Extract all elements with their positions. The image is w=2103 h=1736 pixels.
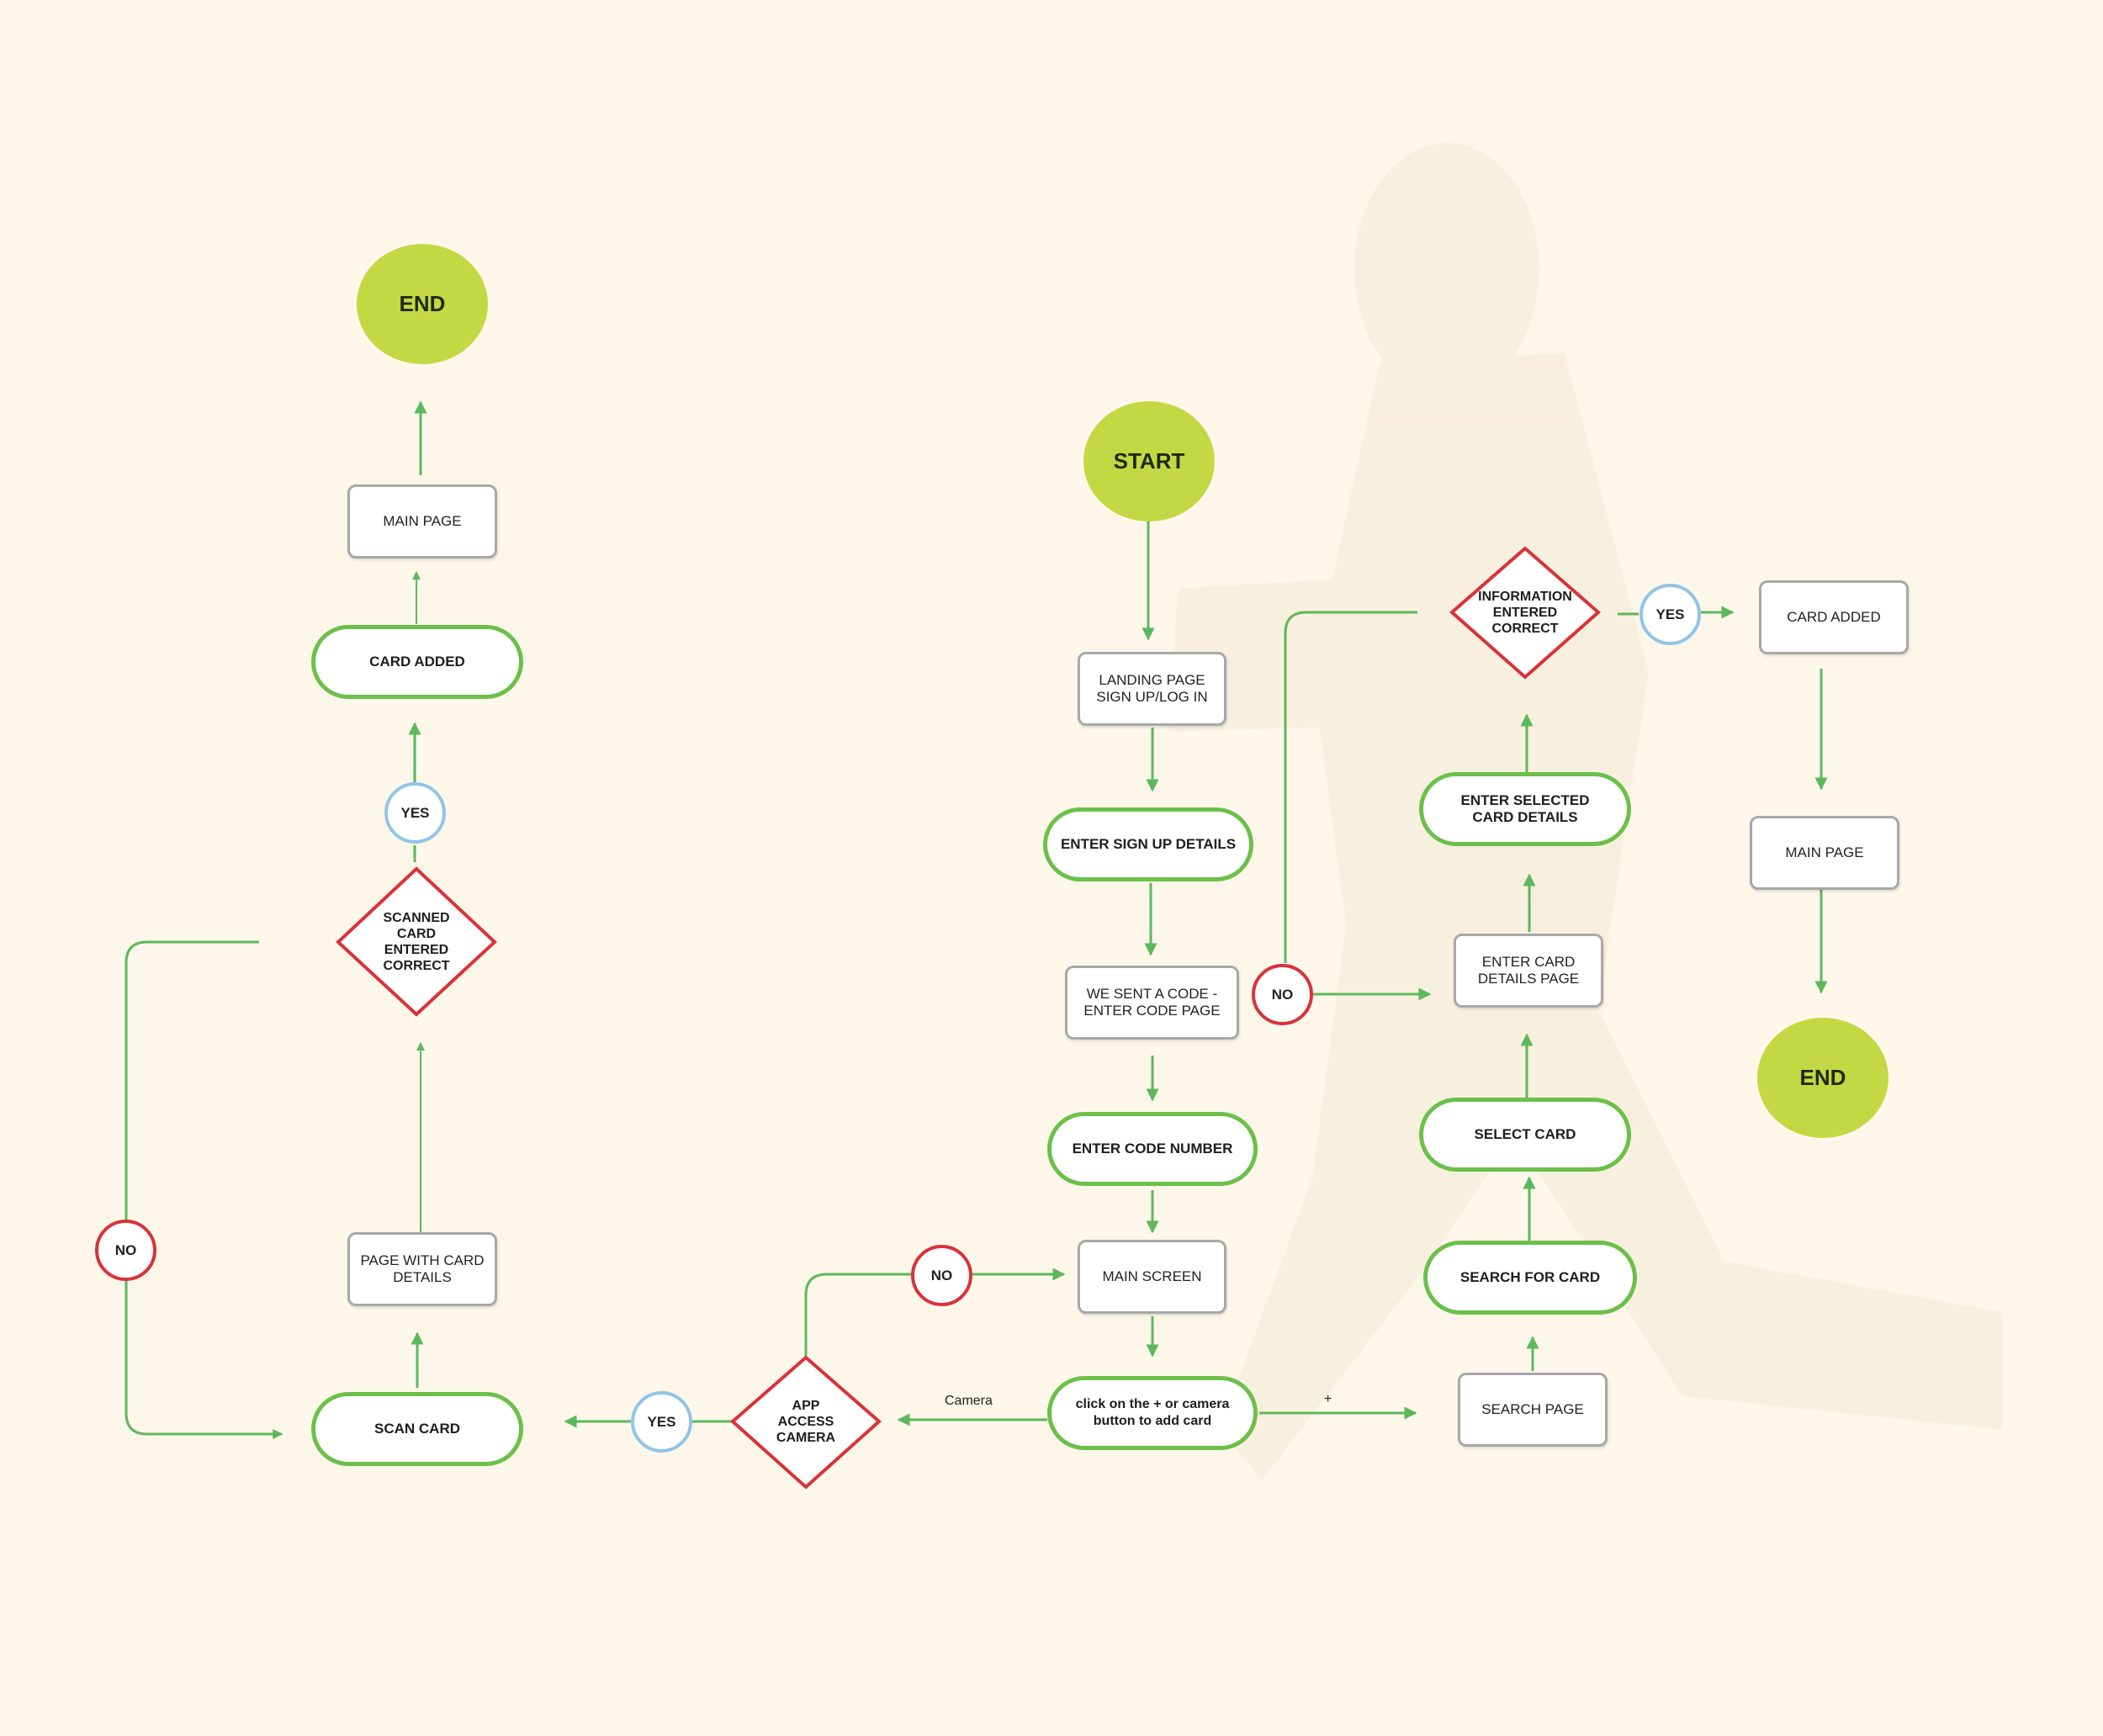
- yes-badge-camera: YES: [631, 1391, 692, 1453]
- select-card-node: SELECT CARD: [1419, 1098, 1631, 1172]
- main-page-left-node: MAIN PAGE: [347, 484, 497, 558]
- end-node-left: END: [357, 244, 488, 364]
- enter-code-number-node: ENTER CODE NUMBER: [1047, 1112, 1258, 1186]
- enter-card-details-page-node: ENTER CARD DETAILS PAGE: [1454, 934, 1603, 1008]
- add-card-action-node: click on the + or camera button to add c…: [1047, 1376, 1258, 1450]
- decision-diamond-info: [1449, 546, 1602, 680]
- scan-card-node: SCAN CARD: [311, 1392, 523, 1466]
- yes-badge-left: YES: [384, 782, 446, 844]
- edge-label-camera: Camera: [945, 1394, 993, 1408]
- page-with-card-details-node: PAGE WITH CARD DETAILS: [347, 1232, 497, 1306]
- search-for-card-node: SEARCH FOR CARD: [1423, 1241, 1637, 1315]
- card-added-right-node: CARD ADDED: [1759, 580, 1909, 654]
- enter-selected-card-details-node: ENTER SELECTED CARD DETAILS: [1419, 772, 1631, 846]
- decision-diamond-scanned: [336, 866, 497, 1017]
- main-page-right-node: MAIN PAGE: [1750, 816, 1899, 890]
- no-badge-camera: NO: [911, 1245, 972, 1306]
- app-access-camera-label: APP ACCESS CAMERA: [776, 1398, 836, 1445]
- no-badge-left: NO: [95, 1220, 156, 1281]
- yes-badge-info: YES: [1639, 584, 1701, 645]
- information-correct-label: INFORMATION ENTERED CORRECT: [1478, 589, 1572, 636]
- decision-diamond-camera: [729, 1355, 882, 1490]
- start-node: START: [1083, 401, 1215, 521]
- scanned-card-correct-label: SCANNED CARD ENTERED CORRECT: [383, 911, 450, 973]
- background-figure-illustration: [1169, 143, 2002, 1480]
- card-added-left-node: CARD ADDED: [311, 625, 523, 699]
- code-page-node: WE SENT A CODE - ENTER CODE PAGE: [1065, 966, 1239, 1040]
- landing-page-node: LANDING PAGE SIGN UP/LOG IN: [1078, 652, 1226, 726]
- edge-label-plus: +: [1324, 1392, 1332, 1406]
- end-node-right: END: [1757, 1018, 1888, 1138]
- main-screen-node: MAIN SCREEN: [1078, 1240, 1226, 1314]
- search-page-node: SEARCH PAGE: [1458, 1373, 1608, 1447]
- enter-signup-details-node: ENTER SIGN UP DETAILS: [1043, 807, 1253, 881]
- no-badge-info: NO: [1252, 964, 1313, 1025]
